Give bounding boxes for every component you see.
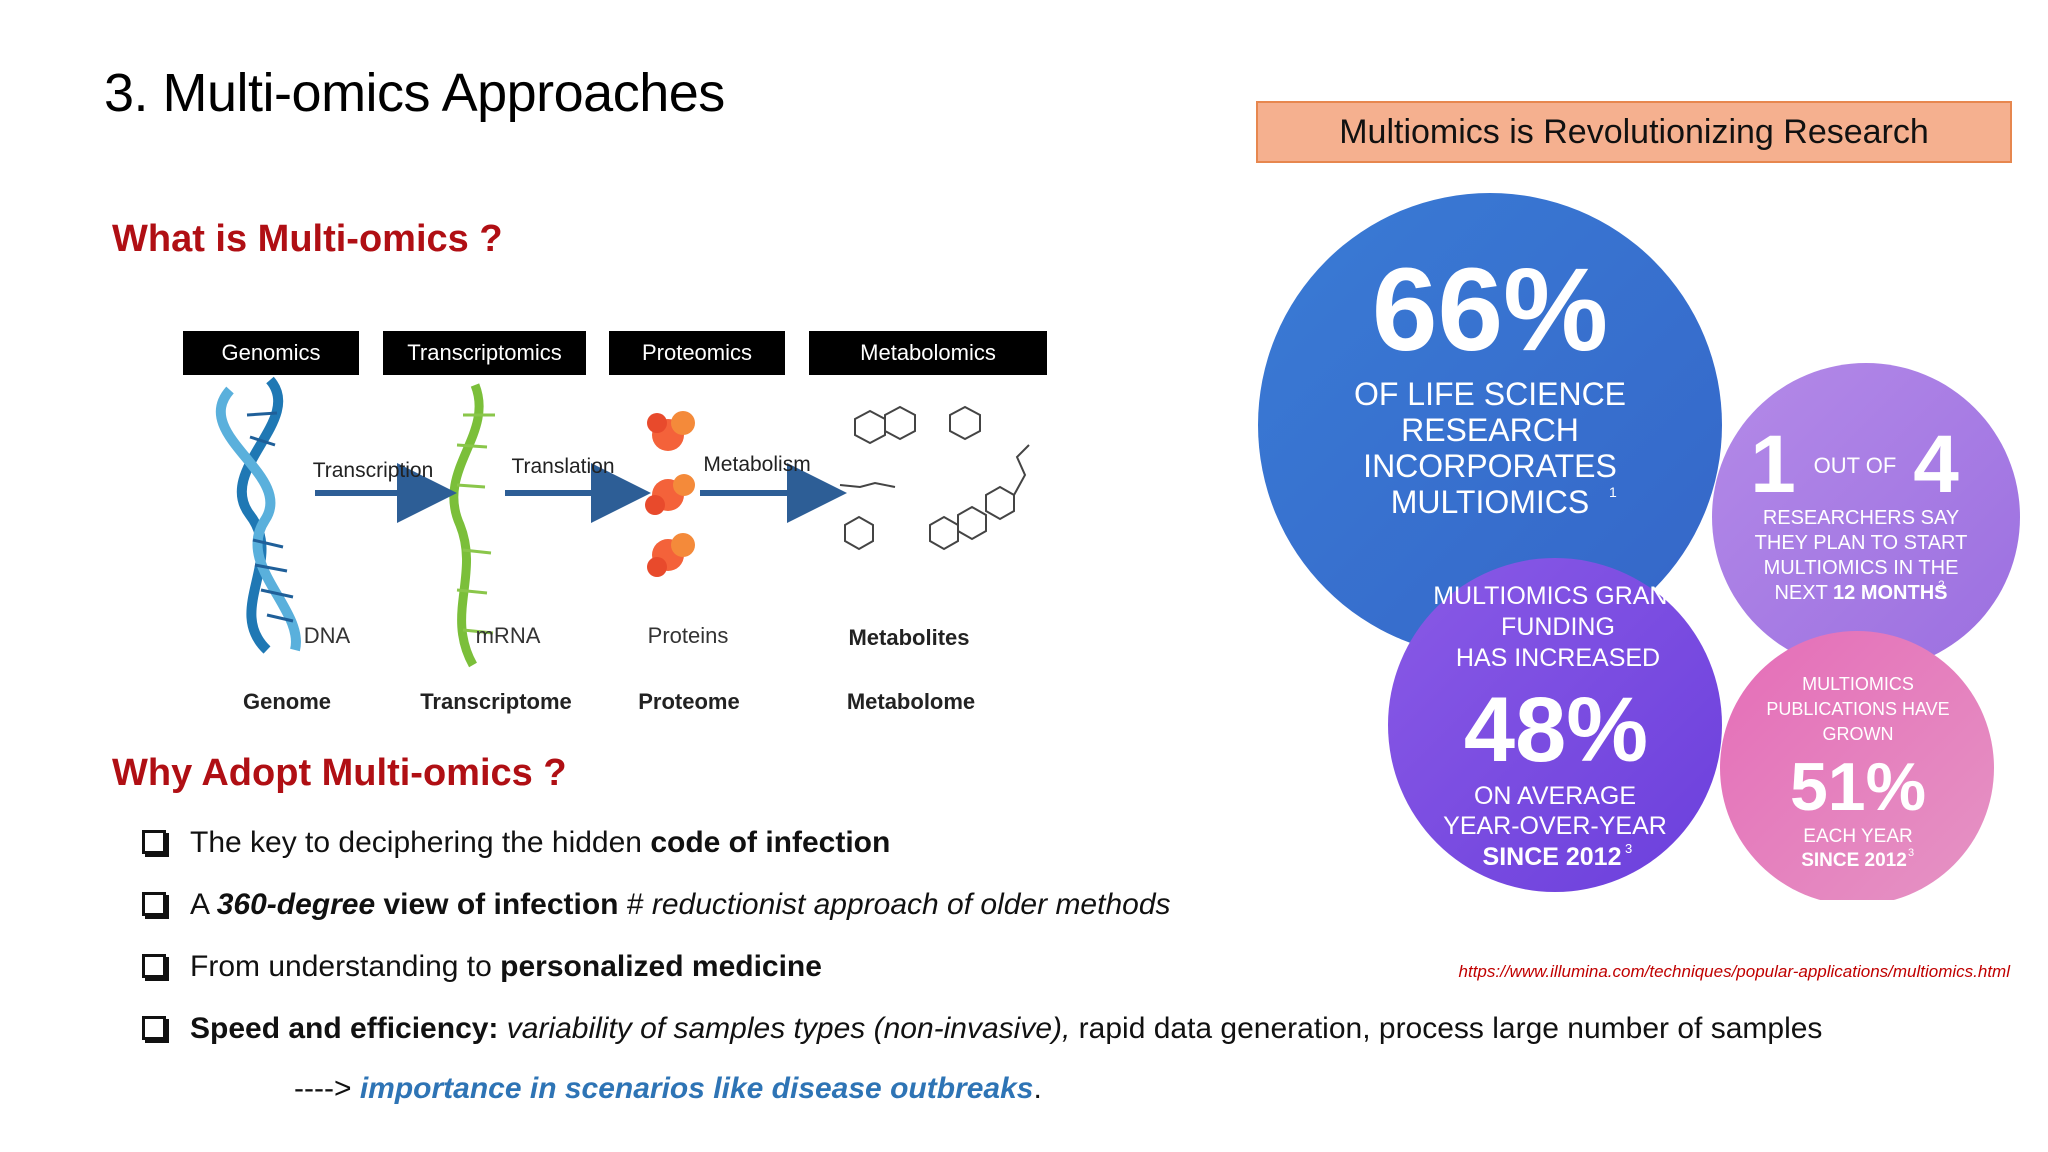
stat-51-line: MULTIOMICS [1802,674,1914,694]
ome-genome: Genome [243,689,331,714]
footnote-3b: 3 [1908,847,1914,859]
stat-1of4-line: RESEARCHERS SAY [1763,507,1959,529]
checkbox-bullet-icon [142,1016,166,1040]
stat-66-line: INCORPORATES [1363,448,1617,484]
stat-48-line: ON AVERAGE [1474,782,1636,810]
mrna-strand-icon [449,383,495,668]
stat-66-value: 66% [1372,244,1608,376]
slide-title: 3. Multi-omics Approaches [104,63,725,123]
bullet-item: A 360-degree view of infection # reducti… [142,880,1942,942]
stat-51-value: 51% [1790,749,1926,825]
stat-one: 1 [1750,419,1796,510]
label-proteomics: Proteomics [609,331,785,375]
label-metabolomics: Metabolomics [809,331,1047,375]
ome-proteome: Proteome [638,689,739,714]
footnote-3: 3 [1625,841,1632,856]
stat-1of4-line: THEY PLAN TO START [1755,532,1968,554]
stat-51-line: PUBLICATIONS HAVE [1766,699,1949,719]
checkbox-bullet-icon [142,830,166,854]
metabolite-structures-icon [839,405,1030,551]
label-transcriptomics: Transcriptomics [383,331,586,375]
stat-48-line: FUNDING [1501,613,1615,641]
bullet-item: The key to deciphering the hidden code o… [142,818,1942,880]
molecule-dna: DNA [304,623,351,648]
why-heading: Why Adopt Multi-omics ? [112,752,567,794]
central-dogma-diagram: Transcription Translation Metabolism DNA… [215,376,1030,714]
circle-1-of-4 [1712,363,2020,671]
molecule-mrna: mRNA [476,623,541,648]
stat-48-line: HAS INCREASED [1456,644,1660,672]
stat-1of4-line: NEXT 12 MONTHS [1774,582,1947,604]
stat-48-line: YEAR-OVER-YEAR [1443,812,1667,840]
step-transcription: Transcription [313,459,434,482]
footnote-2: 2 [1938,578,1945,592]
circle-51 [1720,631,1994,900]
stat-51-each: EACH YEAR [1803,826,1912,847]
source-link[interactable]: https://www.illumina.com/techniques/popu… [1458,962,2010,981]
ome-metabolome: Metabolome [847,689,975,714]
stat-48-value: 48% [1464,679,1648,781]
stat-48-line: MULTIOMICS GRANT [1433,582,1683,610]
what-heading: What is Multi-omics ? [112,218,503,260]
dna-helix-icon [215,376,301,654]
step-translation: Translation [511,455,614,478]
ome-transcriptome: Transcriptome [420,689,572,714]
stat-51-since: SINCE 2012 [1801,850,1907,871]
stat-1of4-line: MULTIOMICS IN THE [1764,557,1959,579]
infographic-banner: Multiomics is Revolutionizing Research [1256,101,2012,163]
checkbox-bullet-icon [142,954,166,978]
step-metabolism: Metabolism [703,453,810,476]
molecule-proteins: Proteins [648,623,729,648]
stat-out-of: OUT OF [1814,453,1897,478]
stat-66-line: MULTIOMICS [1391,484,1590,520]
stat-66-line: RESEARCH [1401,412,1579,448]
molecule-metabolites: Metabolites [848,625,969,650]
outbreak-note: ----> importance in scenarios like disea… [294,1072,1042,1105]
circle-48 [1388,558,1722,892]
bullet-item: From understanding to personalized medic… [142,942,1942,1004]
checkbox-bullet-icon [142,892,166,916]
footnote-1: 1 [1609,484,1617,500]
stat-66-line: OF LIFE SCIENCE [1354,376,1626,412]
protein-clusters-icon [645,411,695,577]
bullet-list: The key to deciphering the hidden code o… [142,818,1942,1066]
stat-51-line: GROWN [1823,724,1894,744]
stat-48-since: SINCE 2012 [1483,843,1622,871]
stat-four: 4 [1913,419,1959,510]
multiomics-infographic: 66% OF LIFE SCIENCE RESEARCH INCORPORATE… [1258,193,2020,900]
bullet-item: Speed and efficiency: variability of sam… [142,1004,1942,1066]
circle-66 [1258,193,1722,657]
label-genomics: Genomics [183,331,359,375]
